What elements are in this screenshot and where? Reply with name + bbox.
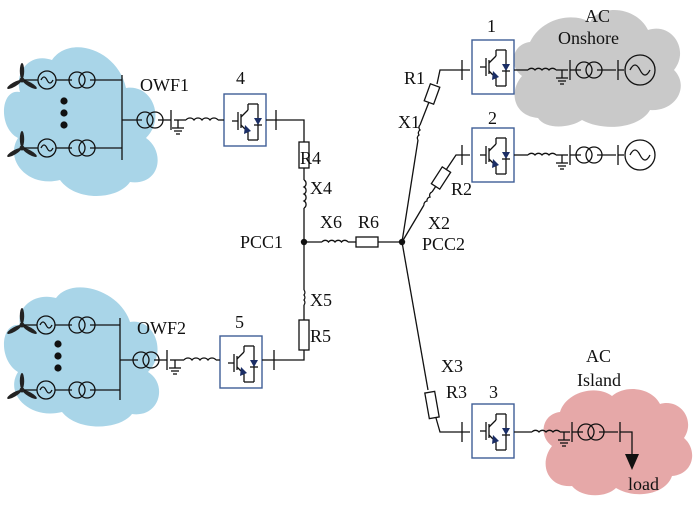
converter-4 xyxy=(223,93,267,147)
pcc1-label: PCC1 xyxy=(240,232,283,252)
inductor-x1 xyxy=(416,124,422,141)
ac-island-cloud xyxy=(543,389,693,496)
wind-farm-2-cloud xyxy=(3,287,160,427)
owf1-label: OWF1 xyxy=(140,75,189,95)
resistor-r1 xyxy=(423,82,441,106)
x1-label: X1 xyxy=(398,112,420,132)
load-arrow-icon xyxy=(625,454,639,470)
r2-label: R2 xyxy=(451,179,472,199)
converter-1 xyxy=(471,39,515,95)
inductor-owf1 xyxy=(185,117,219,122)
r6-label: R6 xyxy=(358,212,379,232)
converter-1-label: 1 xyxy=(487,16,496,36)
inductor-x4 xyxy=(302,179,307,209)
ac-source-icon xyxy=(624,54,656,86)
owf2-ellipsis-dots xyxy=(54,340,62,372)
ground-icon xyxy=(171,119,185,135)
x4-label: X4 xyxy=(310,178,332,198)
owf1-turbine-top xyxy=(6,63,122,91)
resistor-r5 xyxy=(298,319,310,351)
ac-onshore-cloud xyxy=(513,10,681,127)
r1-label: R1 xyxy=(404,68,425,88)
inductor-island xyxy=(531,429,561,434)
ground-icon xyxy=(555,154,569,170)
resistor-r4 xyxy=(298,141,310,169)
converter-3 xyxy=(471,403,515,459)
dc-line-3 xyxy=(401,241,429,391)
inductor-onshore-1 xyxy=(527,67,557,72)
ac-island-label-line1: AC xyxy=(586,346,611,366)
wind-farm-1-cloud xyxy=(3,47,158,197)
owf1-ellipsis-dots xyxy=(60,97,68,129)
ground-icon xyxy=(168,359,182,375)
converter-3-label: 3 xyxy=(489,382,498,402)
x5-label: X5 xyxy=(310,290,332,310)
converter-2-label: 2 xyxy=(488,108,497,128)
ac-onshore-label-line2: Onshore xyxy=(558,28,619,48)
pcc2-node xyxy=(398,238,406,246)
owf1-turbine-bottom xyxy=(6,131,122,159)
ac-source-1 xyxy=(624,54,656,86)
inductor-x2 xyxy=(423,191,433,206)
dc-line-1 xyxy=(401,139,419,243)
pcc1-node xyxy=(300,238,308,246)
x2-label: X2 xyxy=(428,213,450,233)
dc-line-2 xyxy=(401,204,425,243)
inductor-owf2 xyxy=(183,357,217,362)
inductor-x6 xyxy=(321,239,349,244)
owf2-label: OWF2 xyxy=(137,318,186,338)
converter-4-label: 4 xyxy=(236,68,245,88)
resistor-r2 xyxy=(430,165,452,191)
converter-5 xyxy=(219,335,263,389)
converter-2 xyxy=(471,127,515,183)
load-label: load xyxy=(628,474,659,494)
owf2-turbine-top xyxy=(6,308,120,336)
resistor-r6 xyxy=(355,236,379,248)
inductor-onshore-2 xyxy=(527,152,557,157)
ac-onshore-label-line1: AC xyxy=(585,6,610,26)
inductor-x5 xyxy=(303,289,306,306)
ac-source-2 xyxy=(624,139,656,171)
r5-label: R5 xyxy=(310,326,331,346)
ac-source-icon xyxy=(624,139,656,171)
r3-label: R3 xyxy=(446,382,467,402)
ac-island-label-line2: Island xyxy=(577,370,621,390)
x6-label: X6 xyxy=(320,212,342,232)
x3-label: X3 xyxy=(441,356,463,376)
pcc2-label: PCC2 xyxy=(422,234,465,254)
converter-5-label: 5 xyxy=(235,312,244,332)
resistor-r3 xyxy=(424,390,440,420)
owf2-turbine-bottom xyxy=(6,373,120,401)
r4-label: R4 xyxy=(300,148,321,168)
